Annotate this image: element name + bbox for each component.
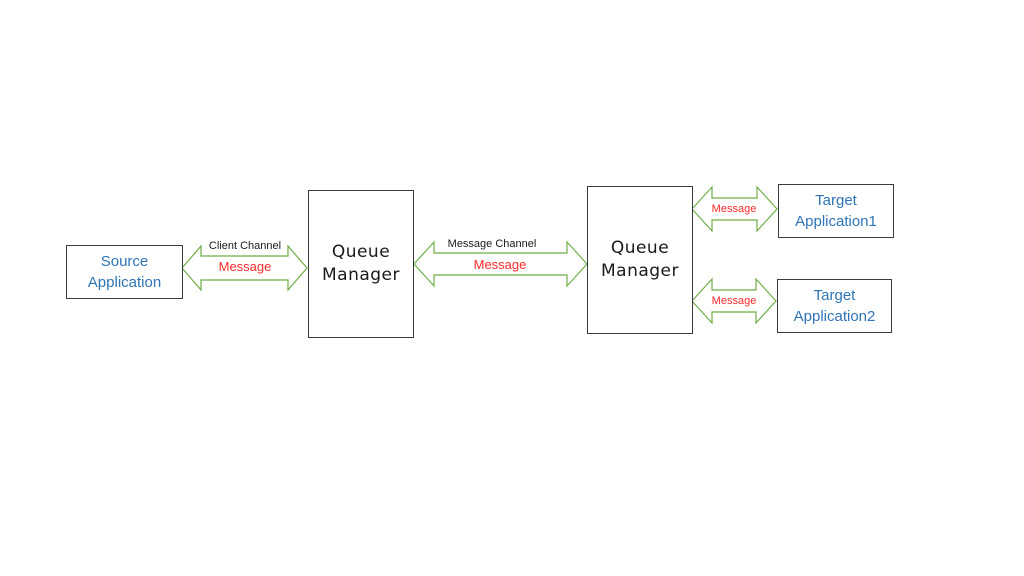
target-application-1-box: Target Application1	[778, 184, 894, 238]
target2-arrow	[691, 277, 777, 325]
target-application-2-line1: Target	[813, 287, 856, 304]
client-channel-label: Client Channel	[208, 240, 282, 252]
queue-manager-1-line1: Queue	[331, 242, 391, 262]
queue-manager-1-label: Queue Manager	[322, 241, 400, 287]
target1-message-label: Message	[711, 203, 757, 215]
target2-message-label: Message	[711, 295, 757, 307]
client-message-label: Message	[218, 259, 272, 274]
message-channel-label: Message Channel	[447, 238, 537, 250]
queue-manager-2-line1: Queue	[610, 238, 670, 258]
target-application-1-label: Target Application1	[795, 190, 877, 232]
queue-manager-1-box: Queue Manager	[308, 190, 414, 338]
source-application-line2: Application	[87, 274, 162, 291]
queue-manager-1-line2: Manager	[321, 265, 401, 285]
source-application-label: Source Application	[88, 251, 161, 293]
source-application-line1: Source	[100, 253, 149, 270]
target-application-2-label: Target Application2	[794, 285, 876, 327]
target-application-1-line2: Application1	[795, 213, 877, 230]
queue-manager-2-box: Queue Manager	[587, 186, 693, 334]
target1-arrow	[691, 185, 778, 233]
queue-manager-2-label: Queue Manager	[601, 237, 679, 283]
target-application-1-line1: Target	[815, 192, 857, 209]
client-channel-arrow	[181, 244, 308, 292]
queue-manager-2-line2: Manager	[600, 261, 680, 281]
message-channel-message-label: Message	[473, 257, 527, 272]
target-application-2-box: Target Application2	[777, 279, 892, 333]
target-application-2-line2: Application2	[793, 308, 876, 325]
source-application-box: Source Application	[66, 245, 183, 299]
